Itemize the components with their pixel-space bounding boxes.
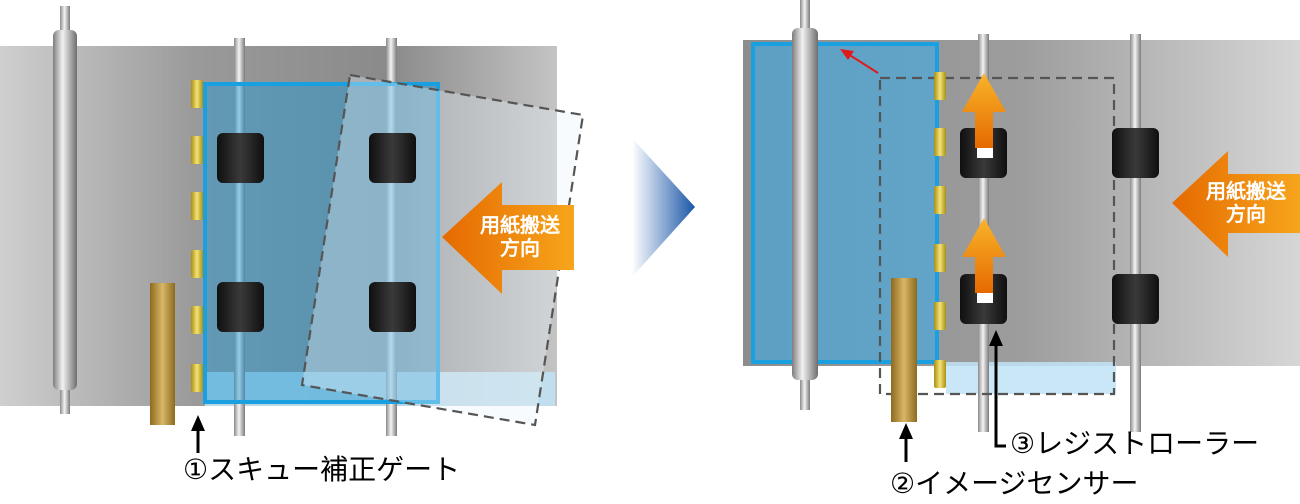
feed-direction-label-right: 用紙搬送 方向 [1198,180,1294,226]
roller-pad-left-1 [217,133,264,183]
roller-up-arrow-2 [962,218,1006,303]
roller-up-arrow-1 [962,73,1006,158]
shaft-left-a [234,38,245,436]
roller-pointer-arrow [989,330,1006,448]
roller-pad-left-3 [369,133,416,183]
roller-pad-right-4 [1112,274,1159,324]
paper-overlap-strip-right [946,362,1116,394]
feed-direction-arrow-left [442,182,574,294]
roller-pad-left-4 [369,282,416,332]
feed-direction-line1: 用紙搬送 [480,213,560,237]
transport-roller-right [792,0,818,410]
shaft-left-b [386,38,397,436]
roller-pad-left-2 [217,282,264,332]
transition-arrow [632,138,695,277]
roller-pad-right-3 [1112,128,1159,178]
skew-gate-label: ①スキュー補正ゲート [183,453,461,486]
image-sensor-right [891,278,917,422]
skew-gate-right [934,72,946,388]
left-panel-before [0,6,585,453]
skew-indicator-arrow [840,49,879,74]
skew-gate-left [191,80,203,392]
feed-direction-line2: 方向 [500,236,540,260]
sensor-pointer-arrow [899,423,913,462]
right-panel-after [743,0,1300,462]
feed-direction-label-left: 用紙搬送 方向 [472,214,568,260]
image-sensor-label: ②イメージセンサー [890,467,1139,500]
feed-direction-line1: 用紙搬送 [1206,179,1286,203]
transport-roller-left [53,6,77,414]
paper-outline-right [878,76,1116,396]
image-sensor-left [150,283,175,425]
gate-pointer-arrow [191,415,205,453]
feed-direction-arrow-right [1172,151,1300,257]
feed-direction-line2: 方向 [1226,202,1266,226]
regist-roller-label: ③レジストローラー [1010,427,1260,460]
shaft-right-b [1130,34,1141,432]
